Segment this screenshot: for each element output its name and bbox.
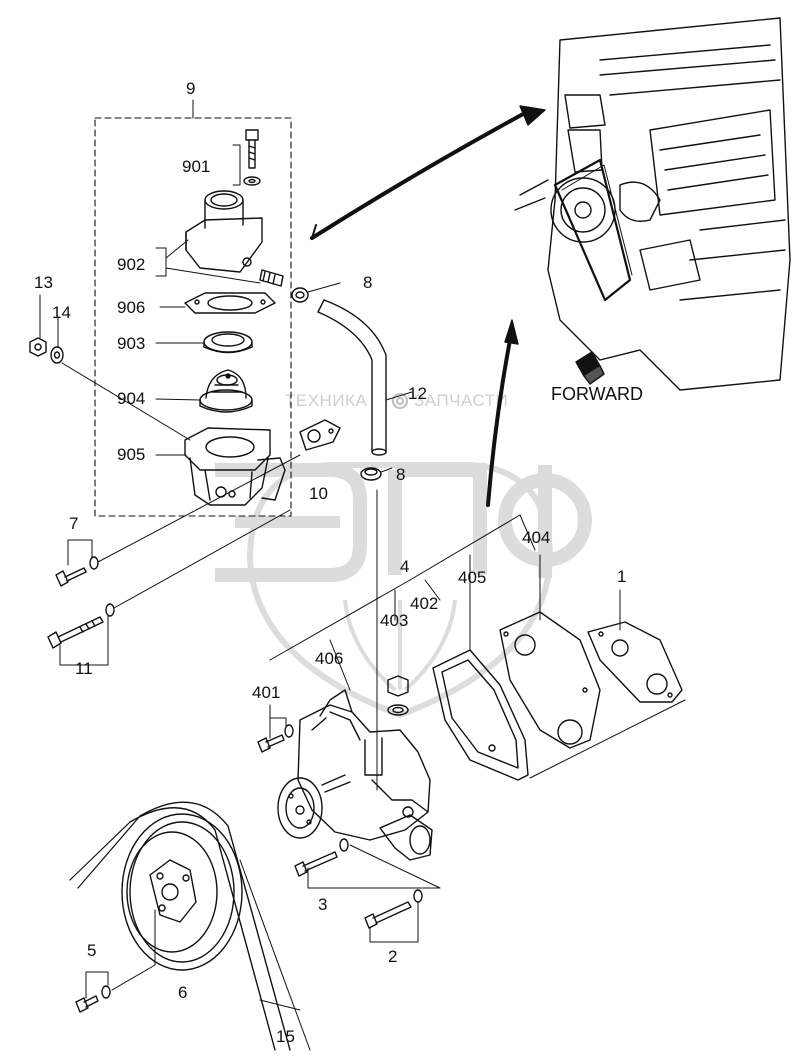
callout-6: 6 — [178, 983, 188, 1002]
seal-ring-903 — [203, 331, 253, 354]
callout-403: 403 — [380, 611, 409, 630]
callout-10: 10 — [309, 484, 328, 503]
hose-clamp-8-upper — [291, 287, 309, 303]
callout-902: 902 — [117, 255, 146, 274]
callout-9: 9 — [186, 79, 196, 98]
callout-14: 14 — [52, 303, 71, 322]
callout-8-lower: 8 — [396, 465, 406, 484]
callout-406: 406 — [315, 649, 344, 668]
drain-plug-403 — [387, 675, 409, 716]
callout-402: 402 — [410, 594, 439, 613]
callout-901: 901 — [182, 157, 211, 176]
forward-direction-label: FORWARD — [551, 384, 643, 404]
watermark-right-text: ЗАПЧАСТИ — [414, 391, 509, 410]
bolt-5 — [75, 985, 111, 1013]
gasket-10 — [299, 419, 341, 451]
gasket-906 — [184, 292, 276, 314]
callout-4: 4 — [400, 557, 410, 576]
bolt-11 — [47, 603, 115, 649]
callout-3: 3 — [318, 895, 328, 914]
bolt-901 — [243, 129, 261, 186]
hose-clamp-8-lower — [360, 467, 393, 481]
bypass-hose-12 — [317, 299, 387, 456]
callout-404: 404 — [522, 528, 551, 547]
water-pump-406 — [277, 689, 433, 861]
callout-2: 2 — [388, 947, 398, 966]
callout-5: 5 — [87, 941, 97, 960]
washer-14 — [50, 346, 64, 364]
bolt-401 — [257, 724, 294, 753]
bolt-3 — [294, 838, 349, 877]
forward-arrow-icon — [575, 351, 605, 385]
callout-906: 906 — [117, 298, 146, 317]
callout-15: 15 — [276, 1027, 295, 1046]
callout-904: 904 — [117, 389, 146, 408]
engine-block-illustration — [514, 17, 791, 391]
thermostat-housing-905 — [184, 427, 286, 506]
callout-405: 405 — [458, 568, 487, 587]
callout-8-upper: 8 — [363, 273, 373, 292]
callout-13: 13 — [34, 273, 53, 292]
thermostat-904 — [199, 369, 253, 413]
bolt-2 — [364, 889, 423, 929]
cover-plate-1 — [587, 621, 683, 703]
callout-1: 1 — [617, 567, 627, 586]
watermark-left-text: ТЕХНИКА — [285, 391, 368, 410]
bolt-7 — [55, 556, 99, 587]
gasket-405 — [432, 649, 529, 781]
nut-13 — [29, 337, 47, 357]
callout-11: 11 — [75, 659, 93, 678]
callout-12: 12 — [408, 384, 427, 403]
gasket-404 — [499, 611, 601, 749]
callout-903: 903 — [117, 334, 146, 353]
thermostat-cover-902 — [185, 190, 284, 287]
assembly-9-boundary — [94, 117, 292, 517]
callout-905: 905 — [117, 445, 146, 464]
fan-pulley-6 — [121, 813, 243, 971]
v-belt-15 — [69, 801, 311, 1051]
callout-7: 7 — [69, 514, 79, 533]
callout-401: 401 — [252, 683, 281, 702]
